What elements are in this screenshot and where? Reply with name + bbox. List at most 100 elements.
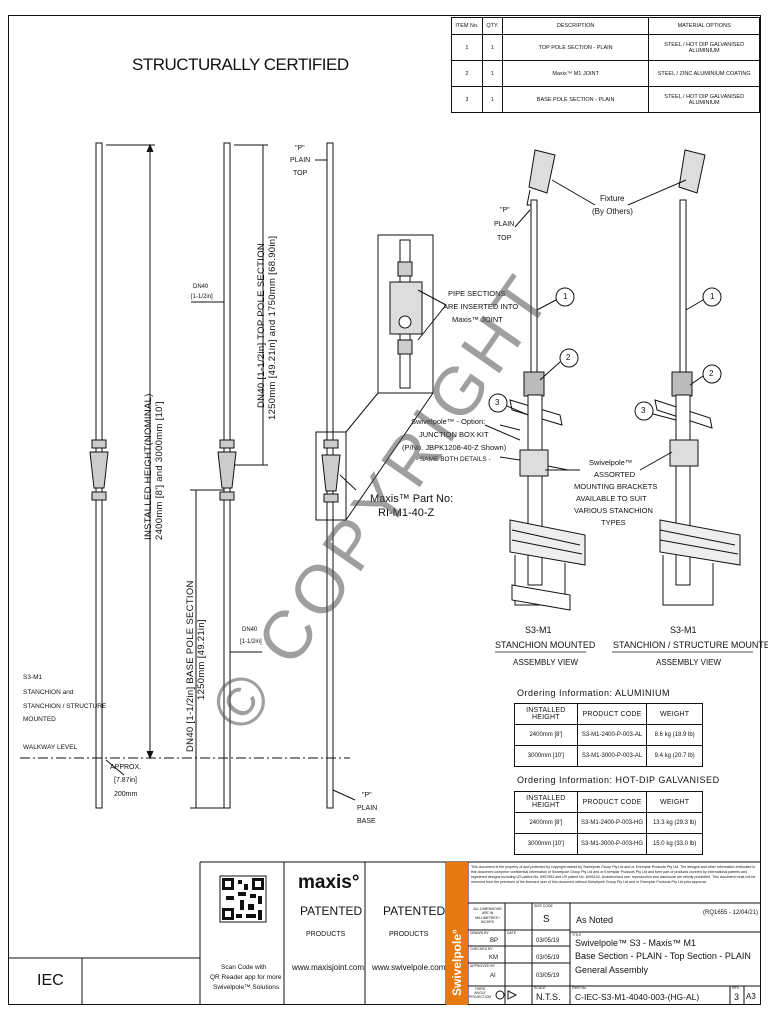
swivelpole-brand: Swivelpole°	[450, 929, 464, 996]
pipe-sections-note: ARE INSERTED INTO	[443, 302, 519, 311]
walkway-level-label: WALKWAY LEVEL	[23, 744, 78, 751]
base-pole-section-label: DN40 [1-1/2in] BASE POLE SECTION	[185, 580, 196, 752]
table-row: 2400mm [8'] S3-M1-2400-P-003-AL 8.6 kg (…	[514, 724, 703, 746]
dn40-top-size: [1-1/2in]	[191, 294, 213, 300]
p-plain-base-label: PLAIN	[357, 805, 378, 812]
balloon-3: 3	[641, 406, 646, 415]
order-col: WEIGHT	[646, 703, 703, 725]
products-label: PRODUCTS	[306, 931, 346, 938]
rev-label: REV	[732, 986, 740, 990]
brackets-note: Swivelpole™	[589, 458, 633, 467]
scale-label: SCALE	[534, 986, 546, 990]
ordering-aluminium-title: Ordering Information: ALUMINIUM	[517, 688, 671, 698]
balloon-1: 1	[710, 292, 715, 301]
parts-cell: Maxis™ M1 JOINT	[501, 60, 650, 87]
top-pole-values: 1250mm [49.21in] and 1750mm [68.90in]	[267, 235, 278, 420]
view-title-stanchion: ASSEMBLY VIEW	[513, 658, 579, 667]
order-col: PRODUCT CODE	[576, 703, 648, 725]
view-title-stanchion: S3-M1	[525, 625, 552, 635]
projection-label: THIRD ANGLE PROJECTION	[469, 987, 491, 1000]
order-col: INSTALLED HEIGHT	[514, 791, 578, 813]
brackets-note: AVAILABLE TO SUIT	[576, 494, 647, 503]
finish-value: As Noted	[576, 915, 614, 925]
drawing-sheet	[8, 15, 761, 1005]
checked-by: KM	[489, 955, 498, 961]
maxis-logo: maxis°	[298, 872, 360, 893]
products-label: PRODUCTS	[389, 931, 429, 938]
table-row: 3000mm [10'] S3-M1-3000-P-003-HG 15.0 kg…	[514, 833, 703, 855]
s3m1-left-note: MOUNTED	[23, 716, 56, 723]
dwg-label: DWG No.	[572, 986, 587, 990]
parts-cell: 3	[451, 86, 483, 113]
parts-cell: STEEL / HOT DIP GALVANISED ALUMINIUM	[648, 86, 760, 113]
balloon-3: 3	[495, 398, 500, 407]
qr-caption: QR Reader app for more	[210, 974, 282, 981]
parts-table: ITEM No. QTY. DESCRIPTION MATERIAL OPTIO…	[451, 17, 760, 113]
ordering-galv-table: INSTALLED HEIGHT PRODUCT CODE WEIGHT 240…	[514, 791, 703, 855]
junction-box-option: - SAME BOTH DETAILS -	[416, 456, 491, 463]
patented-label: PATENTED	[300, 904, 363, 918]
table-row: 2 1 Maxis™ M1 JOINT STEEL / ZINC ALUMINI…	[451, 60, 760, 87]
p-plain-base-label: BASE	[357, 818, 376, 825]
order-cell: S3-M1-3000-P-003-AL	[576, 745, 648, 767]
drawing-title: General Assembly	[575, 965, 649, 975]
p-plain-top-label-view: PLAIN	[494, 221, 515, 228]
approved-by: AI	[490, 973, 496, 979]
ordering-aluminium-table: INSTALLED HEIGHT PRODUCT CODE WEIGHT 240…	[514, 703, 703, 767]
s3m1-left-note: S3-M1	[23, 674, 43, 681]
p-plain-top-label-view: "P"	[500, 207, 510, 214]
approx-dimension: 200mm	[114, 791, 138, 798]
qr-caption: Scan Code with	[221, 964, 267, 971]
p-plain-top-label: TOP	[293, 170, 308, 177]
pipe-sections-note: Maxis™ JOINT	[452, 315, 503, 324]
drawing-title: Base Section - PLAIN - Top Section - PLA…	[575, 951, 751, 961]
brackets-note: TYPES	[601, 518, 626, 527]
order-col: WEIGHT	[646, 791, 703, 813]
parts-cell: STEEL / HOT DIP GALVANISED ALUMINIUM	[648, 34, 760, 61]
fixture-label: Fixture	[600, 194, 625, 203]
all-dimensions-note: ALL DIMENSIONS ARE IN MILLIMETRES / INCH…	[473, 907, 502, 925]
order-cell: S3-M1-2400-P-003-HG	[576, 812, 648, 834]
revision: 3	[734, 992, 740, 1002]
maxis-part-no-value: RI-M1-40-Z	[378, 507, 435, 519]
view-title-structure: STANCHION / STRUCTURE MOUNTED	[613, 640, 768, 650]
maxis-website-link[interactable]: www.maxisjoint.com	[292, 963, 365, 972]
s3m1-left-note: STANCHION and	[23, 689, 74, 696]
drawn-by-label: DRAWN BY	[470, 931, 489, 935]
sheet-size: A3	[746, 992, 756, 1001]
swivelpole-website-link[interactable]: www.swivelpole.com	[372, 963, 446, 972]
view-title-stanchion: STANCHION MOUNTED	[495, 640, 596, 650]
parts-cell: TOP POLE SECTION - PLAIN	[501, 34, 650, 61]
balloon-2: 2	[566, 353, 571, 362]
installed-height-label: INSTALLED HEIGHT(NOMINAL)	[143, 393, 154, 540]
sheet-size-code-label: SIZE CODE	[534, 904, 553, 908]
approx-dimension: APPROX.	[110, 764, 142, 771]
standard-label: IEC	[37, 972, 64, 989]
view-title-structure: ASSEMBLY VIEW	[656, 658, 722, 667]
pipe-sections-note: PIPE SECTIONS	[448, 289, 506, 298]
brand-strip	[446, 862, 468, 1005]
date-value: 03/05/19	[536, 938, 560, 944]
ordering-galv-title: Ordering Information: HOT-DIP GALVANISED	[517, 775, 720, 785]
p-plain-top-label: PLAIN	[290, 157, 311, 164]
order-cell: 15.0 kg (33.0 lb)	[646, 833, 703, 855]
scale-value: N.T.S.	[536, 992, 561, 1002]
approx-dimension: [7.87in]	[114, 777, 137, 784]
installed-height-values: 2400mm [8'] and 3000mm [10']	[154, 401, 165, 540]
date-label: DATE	[507, 931, 517, 935]
p-plain-top-label-view: TOP	[497, 235, 512, 242]
top-pole-section-label: DN40 [1-1/2in] TOP POLE SECTION	[256, 242, 267, 408]
order-cell: 9.4 kg (20.7 lb)	[646, 745, 703, 767]
order-cell: 3000mm [10']	[514, 833, 578, 855]
table-row: 3000mm [10'] S3-M1-3000-P-003-AL 9.4 kg …	[514, 745, 703, 767]
order-cell: 2400mm [8']	[514, 812, 578, 834]
dn40-bottom-size: [1-1/2in]	[240, 639, 262, 645]
table-row: 1 1 TOP POLE SECTION - PLAIN STEEL / HOT…	[451, 34, 760, 61]
table-row: 2400mm [8'] S3-M1-2400-P-003-HG 13.3 kg …	[514, 812, 703, 834]
order-col: INSTALLED HEIGHT	[514, 703, 578, 725]
date-value: 03/05/19	[536, 955, 560, 961]
page-title: STRUCTURALLY CERTIFIED	[132, 55, 349, 74]
junction-box-option: Swivelpole™ - Option:	[411, 417, 486, 426]
sheet-size-code: S	[543, 914, 550, 925]
